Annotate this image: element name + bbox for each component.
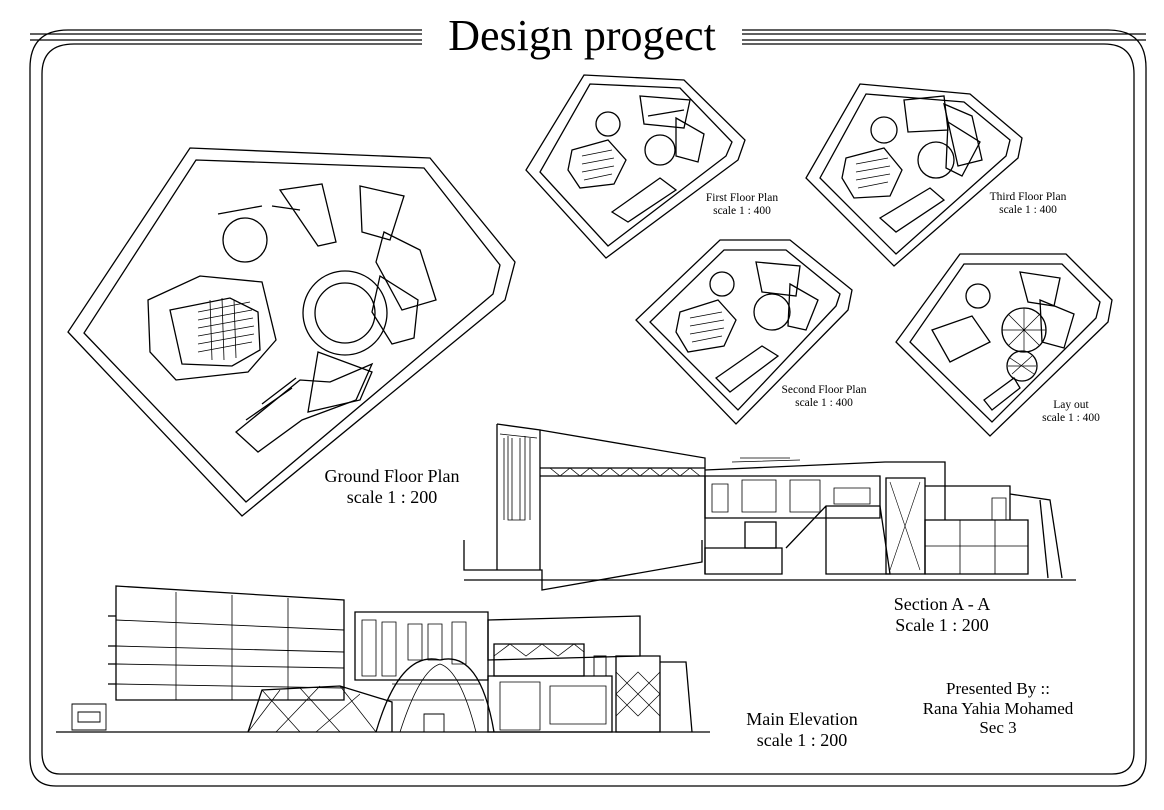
section-scale: Scale 1 : 200 [895,614,989,635]
main-elevation-drawing [56,585,710,733]
third-floor-name: Third Floor Plan [989,191,1067,203]
third-floor-label: Third Floor Plan scale 1 : 400 [970,191,1086,217]
layout-label: Lay out scale 1 : 400 [1030,399,1112,425]
ground-floor-scale: scale 1 : 200 [346,486,438,507]
sheet-title: Design progect [422,10,742,62]
section-number: Sec 3 [979,718,1017,738]
layout-plan-drawing [895,253,1113,437]
section-label: Section A - A Scale 1 : 200 [874,594,1010,635]
third-floor-scale: scale 1 : 400 [999,204,1057,217]
ground-floor-name: Ground Floor Plan [324,466,460,486]
elevation-label: Main Elevation scale 1 : 200 [732,709,872,750]
layout-name: Lay out [1053,399,1089,411]
second-floor-scale: scale 1 : 400 [795,397,853,410]
first-floor-name: First Floor Plan [705,192,779,204]
elevation-scale: scale 1 : 200 [756,729,848,750]
ground-floor-label: Ground Floor Plan scale 1 : 200 [310,466,474,507]
second-floor-name: Second Floor Plan [781,384,867,396]
first-floor-label: First Floor Plan scale 1 : 400 [686,192,798,218]
second-floor-plan-drawing [635,239,853,425]
first-floor-plan-drawing [525,74,746,259]
layout-scale: scale 1 : 400 [1042,412,1100,425]
third-floor-plan-drawing [805,83,1023,267]
title-rule-right [742,33,1146,41]
section-name: Section A - A [893,594,991,614]
sheet-border-outer [29,29,1147,787]
elevation-name: Main Elevation [746,709,858,729]
sheet-border-inner [41,43,1135,775]
author-name: Rana Yahia Mohamed [922,698,1074,718]
second-floor-label: Second Floor Plan scale 1 : 400 [762,384,886,410]
first-floor-scale: scale 1 : 400 [713,205,771,218]
title-rule-left [30,33,422,41]
credits-block: Presented By :: Rana Yahia Mohamed Sec 3 [904,679,1092,738]
presented-by: Presented By :: [946,679,1050,698]
ground-floor-plan-drawing [67,147,516,517]
section-a-a-drawing [463,423,1076,591]
